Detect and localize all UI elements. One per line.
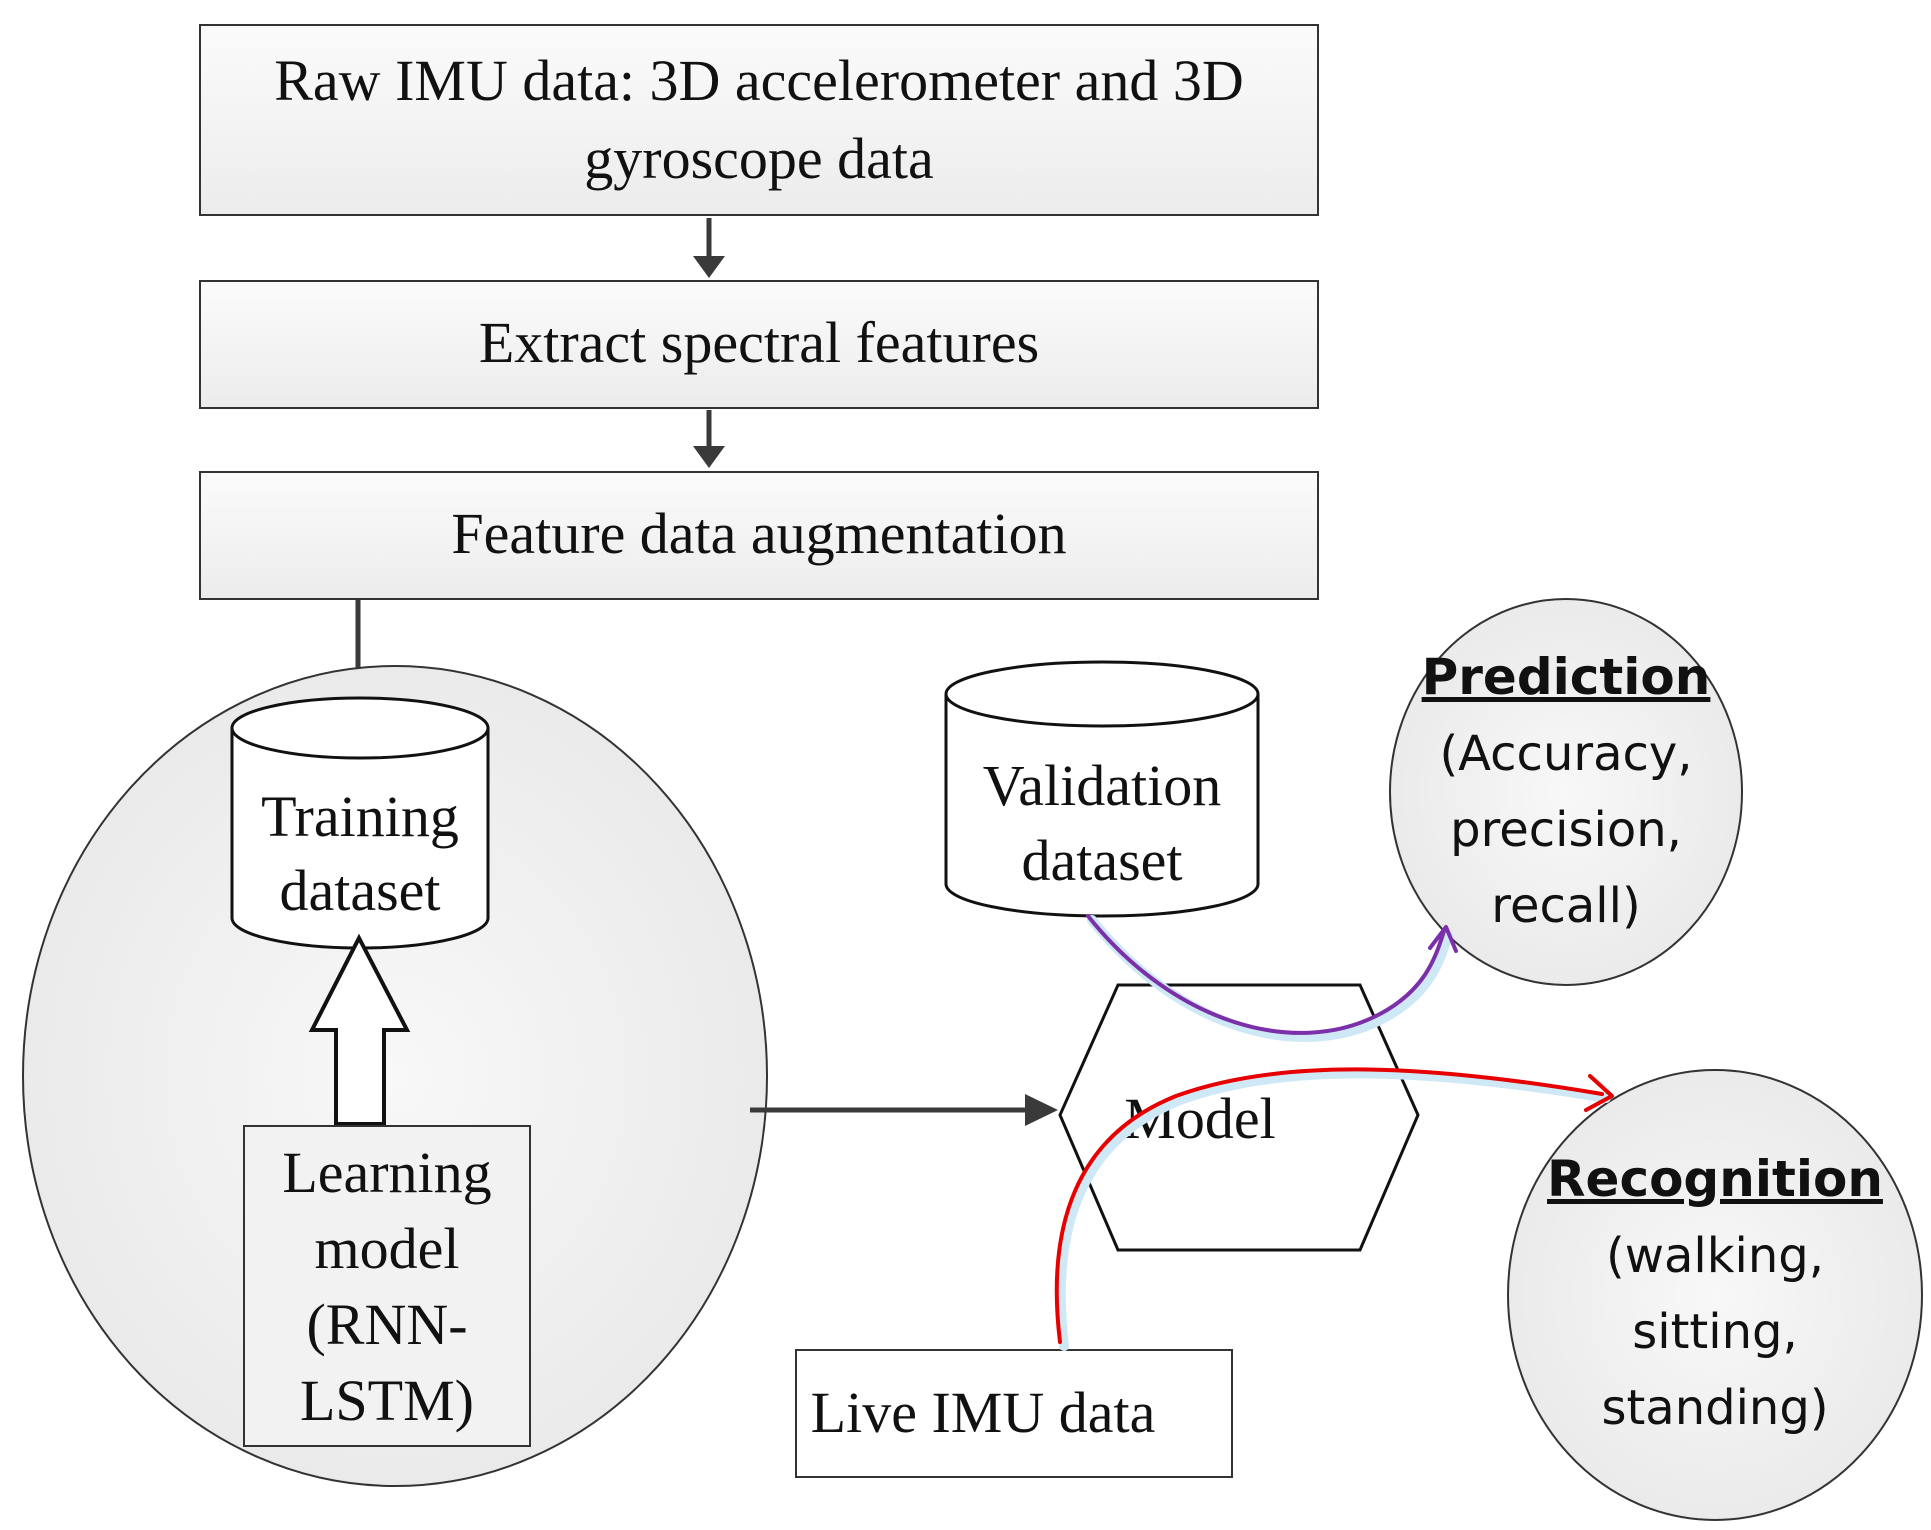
training-dataset-line-1: Training bbox=[261, 784, 459, 849]
learning-model-line-2: model bbox=[315, 1216, 460, 1281]
extract-features-box: Extract spectral features bbox=[199, 280, 1319, 409]
prediction-line-3: recall) bbox=[1491, 878, 1640, 934]
recognition-line-1: (walking, bbox=[1606, 1228, 1824, 1284]
learning-model-line-1: Learning bbox=[282, 1140, 491, 1205]
model-hexagon: Model bbox=[1058, 983, 1420, 1252]
live-data-flow-arrow bbox=[1054, 1067, 1614, 1351]
recognition-heading: Recognition bbox=[1547, 1150, 1883, 1208]
raw-imu-data-box: Raw IMU data: 3D accelerometer and 3D gy… bbox=[199, 24, 1319, 216]
arrow-extract-to-augment bbox=[693, 410, 725, 468]
raw-imu-data-line-2: gyroscope data bbox=[584, 126, 933, 191]
validation-flow-arrow bbox=[1086, 914, 1458, 1042]
validation-dataset-line-1: Validation bbox=[983, 753, 1221, 818]
hollow-up-arrow bbox=[308, 933, 411, 1126]
validation-dataset-cylinder: Validation dataset bbox=[944, 660, 1260, 918]
prediction-line-1: (Accuracy, bbox=[1439, 726, 1692, 782]
learning-model-line-3: (RNN- bbox=[306, 1292, 467, 1357]
training-dataset-cylinder: Training dataset bbox=[230, 696, 490, 950]
prediction-line-2: precision, bbox=[1450, 802, 1682, 858]
recognition-line-3: standing) bbox=[1601, 1380, 1828, 1436]
arrow-raw-to-extract bbox=[693, 218, 725, 278]
recognition-line-2: sitting, bbox=[1632, 1304, 1797, 1360]
arrow-training-to-model bbox=[750, 1094, 1058, 1126]
prediction-circle: Prediction (Accuracy, precision, recall) bbox=[1389, 598, 1743, 986]
recognition-circle: Recognition (walking, sitting, standing) bbox=[1507, 1069, 1923, 1521]
augmentation-label: Feature data augmentation bbox=[451, 501, 1066, 566]
training-process-circle bbox=[22, 665, 768, 1487]
extract-features-label: Extract spectral features bbox=[479, 310, 1039, 375]
raw-imu-data-line-1: Raw IMU data: 3D accelerometer and 3D bbox=[274, 48, 1244, 113]
learning-model-line-4: LSTM) bbox=[300, 1368, 474, 1433]
live-imu-data-label: Live IMU data bbox=[811, 1380, 1156, 1445]
learning-model-box: Learning model (RNN- LSTM) bbox=[243, 1125, 531, 1447]
live-imu-data-box: Live IMU data bbox=[795, 1349, 1233, 1478]
prediction-heading: Prediction bbox=[1422, 648, 1711, 706]
validation-dataset-line-2: dataset bbox=[1021, 828, 1182, 893]
augmentation-box: Feature data augmentation bbox=[199, 471, 1319, 600]
training-dataset-line-2: dataset bbox=[279, 858, 440, 923]
